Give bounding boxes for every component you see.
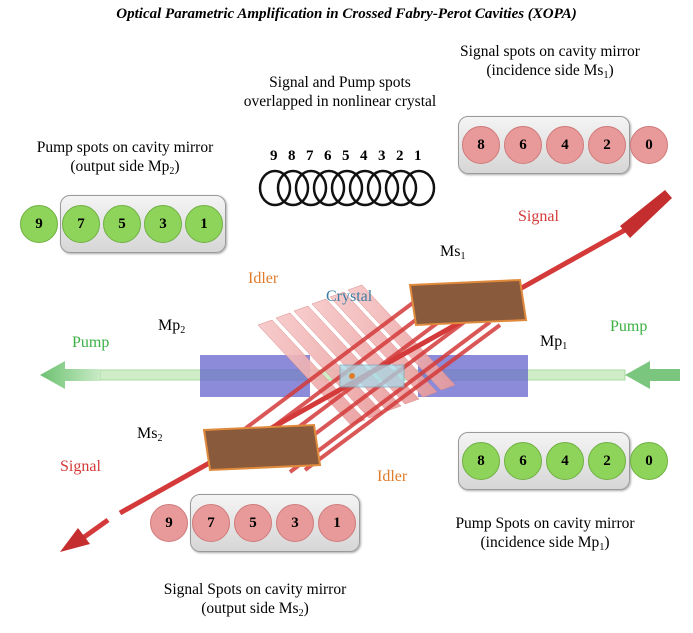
- caption-line-1: Signal and Pump spots: [269, 74, 411, 91]
- crystal-number: 3: [378, 148, 386, 164]
- label-text: Mp: [158, 317, 181, 334]
- mirror-ms1: [408, 278, 528, 327]
- signal-spot: 9: [150, 504, 188, 542]
- caption-text-end: ): [303, 600, 309, 617]
- pump-spot: 6: [504, 442, 542, 480]
- caption-line-2: (output side Mp2): [5, 157, 245, 181]
- signal-spot: 7: [192, 504, 230, 542]
- label-subscript: 2: [180, 325, 186, 336]
- label-signal-bottom: Signal: [60, 458, 101, 475]
- pump-spot: 2: [588, 442, 626, 480]
- caption-line-2: (output side Ms2): [120, 599, 390, 623]
- crystal-spot: [349, 373, 355, 379]
- caption-text: (incidence side Ms: [486, 62, 604, 79]
- crystal-number: 4: [360, 148, 368, 164]
- caption-line-2: (incidence side Ms1): [430, 61, 670, 85]
- diagram-title: Optical Parametric Amplification in Cros…: [116, 6, 577, 22]
- label-signal-top: Signal: [518, 208, 559, 225]
- label-pump-right: Pump: [610, 318, 648, 335]
- caption-line-1: Signal Spots on cavity mirror: [163, 581, 347, 598]
- pump-spot: 5: [103, 205, 141, 243]
- caption-subscript: 1: [603, 70, 609, 81]
- signal-arrow-top: [620, 190, 672, 238]
- signal-spot: 4: [546, 126, 584, 164]
- pump-spot: 4: [546, 442, 584, 480]
- caption-signal-output: Signal Spots on cavity mirror (output si…: [120, 580, 390, 623]
- crystal-number: 5: [342, 148, 350, 164]
- pump-spot: 9: [20, 205, 58, 243]
- caption-line-2: overlapped in nonlinear crystal: [243, 93, 437, 110]
- crystal-number: 6: [324, 148, 332, 164]
- label-subscript: 2: [157, 433, 163, 444]
- label-text: Mp: [540, 333, 563, 350]
- label-subscript: 1: [460, 251, 466, 262]
- pump-arrow-left: [40, 361, 100, 389]
- crystal-spot-rings: [258, 169, 436, 207]
- label-pump-left: Pump: [72, 334, 110, 351]
- crystal-block: [339, 364, 405, 388]
- pump-arrow-right: [625, 361, 680, 389]
- signal-spot: 6: [504, 126, 542, 164]
- label-text: Ms: [137, 425, 158, 442]
- caption-line-1: Signal spots on cavity mirror: [460, 43, 640, 60]
- caption-text-end: ): [174, 158, 180, 175]
- label-idler-bottom: Idler: [377, 468, 408, 485]
- label-crystal: Crystal: [326, 288, 373, 305]
- crystal-number: 1: [414, 148, 422, 164]
- caption-text: (output side Ms: [201, 600, 299, 617]
- caption-subscript: 2: [169, 166, 175, 177]
- caption-line-2: (incidence side Mp1): [415, 533, 675, 557]
- mirror-ms2: [202, 423, 322, 472]
- caption-text: (incidence side Mp: [480, 534, 600, 551]
- crystal-number: 7: [306, 148, 314, 164]
- signal-spot: 0: [630, 126, 668, 164]
- pump-spot: 8: [462, 442, 500, 480]
- pump-spot: 7: [62, 205, 100, 243]
- label-idler-top: Idler: [248, 270, 279, 287]
- mirror-mp2: [200, 355, 310, 397]
- label-subscript: 1: [562, 341, 568, 352]
- caption-text-end: ): [608, 62, 614, 79]
- label-ms1: Ms1: [440, 243, 465, 262]
- crystal-number: 2: [396, 148, 404, 164]
- crystal-number: 8: [288, 148, 296, 164]
- signal-spot: 2: [588, 126, 626, 164]
- signal-spot: 3: [276, 504, 314, 542]
- label-text: Ms: [440, 243, 461, 260]
- signal-spot: 1: [318, 504, 356, 542]
- caption-text: (output side Mp: [70, 158, 170, 175]
- label-mp2: Mp2: [158, 317, 185, 336]
- crystal-number: 9: [270, 148, 278, 164]
- pump-spot: 1: [185, 205, 223, 243]
- signal-beam-lower: [78, 517, 110, 543]
- signal-arrow-bottom: [60, 528, 90, 552]
- caption-line-1: Pump Spots on cavity mirror: [455, 515, 635, 532]
- caption-text-end: ): [604, 534, 610, 551]
- pump-spot: 3: [144, 205, 182, 243]
- label-ms2: Ms2: [137, 425, 162, 444]
- signal-spot: 5: [234, 504, 272, 542]
- caption-subscript: 2: [298, 608, 304, 619]
- caption-signal-incidence: Signal spots on cavity mirror (incidence…: [430, 42, 670, 85]
- caption-pump-incidence: Pump Spots on cavity mirror (incidence s…: [415, 514, 675, 557]
- caption-line-1: Pump spots on cavity mirror: [36, 139, 214, 156]
- caption-subscript: 1: [599, 542, 605, 553]
- caption-pump-output: Pump spots on cavity mirror (output side…: [5, 138, 245, 181]
- caption-signal-pump-overlap: Signal and Pump spots overlapped in nonl…: [215, 73, 465, 111]
- signal-spot: 8: [462, 126, 500, 164]
- pump-spot: 0: [630, 442, 668, 480]
- label-mp1: Mp1: [540, 333, 567, 352]
